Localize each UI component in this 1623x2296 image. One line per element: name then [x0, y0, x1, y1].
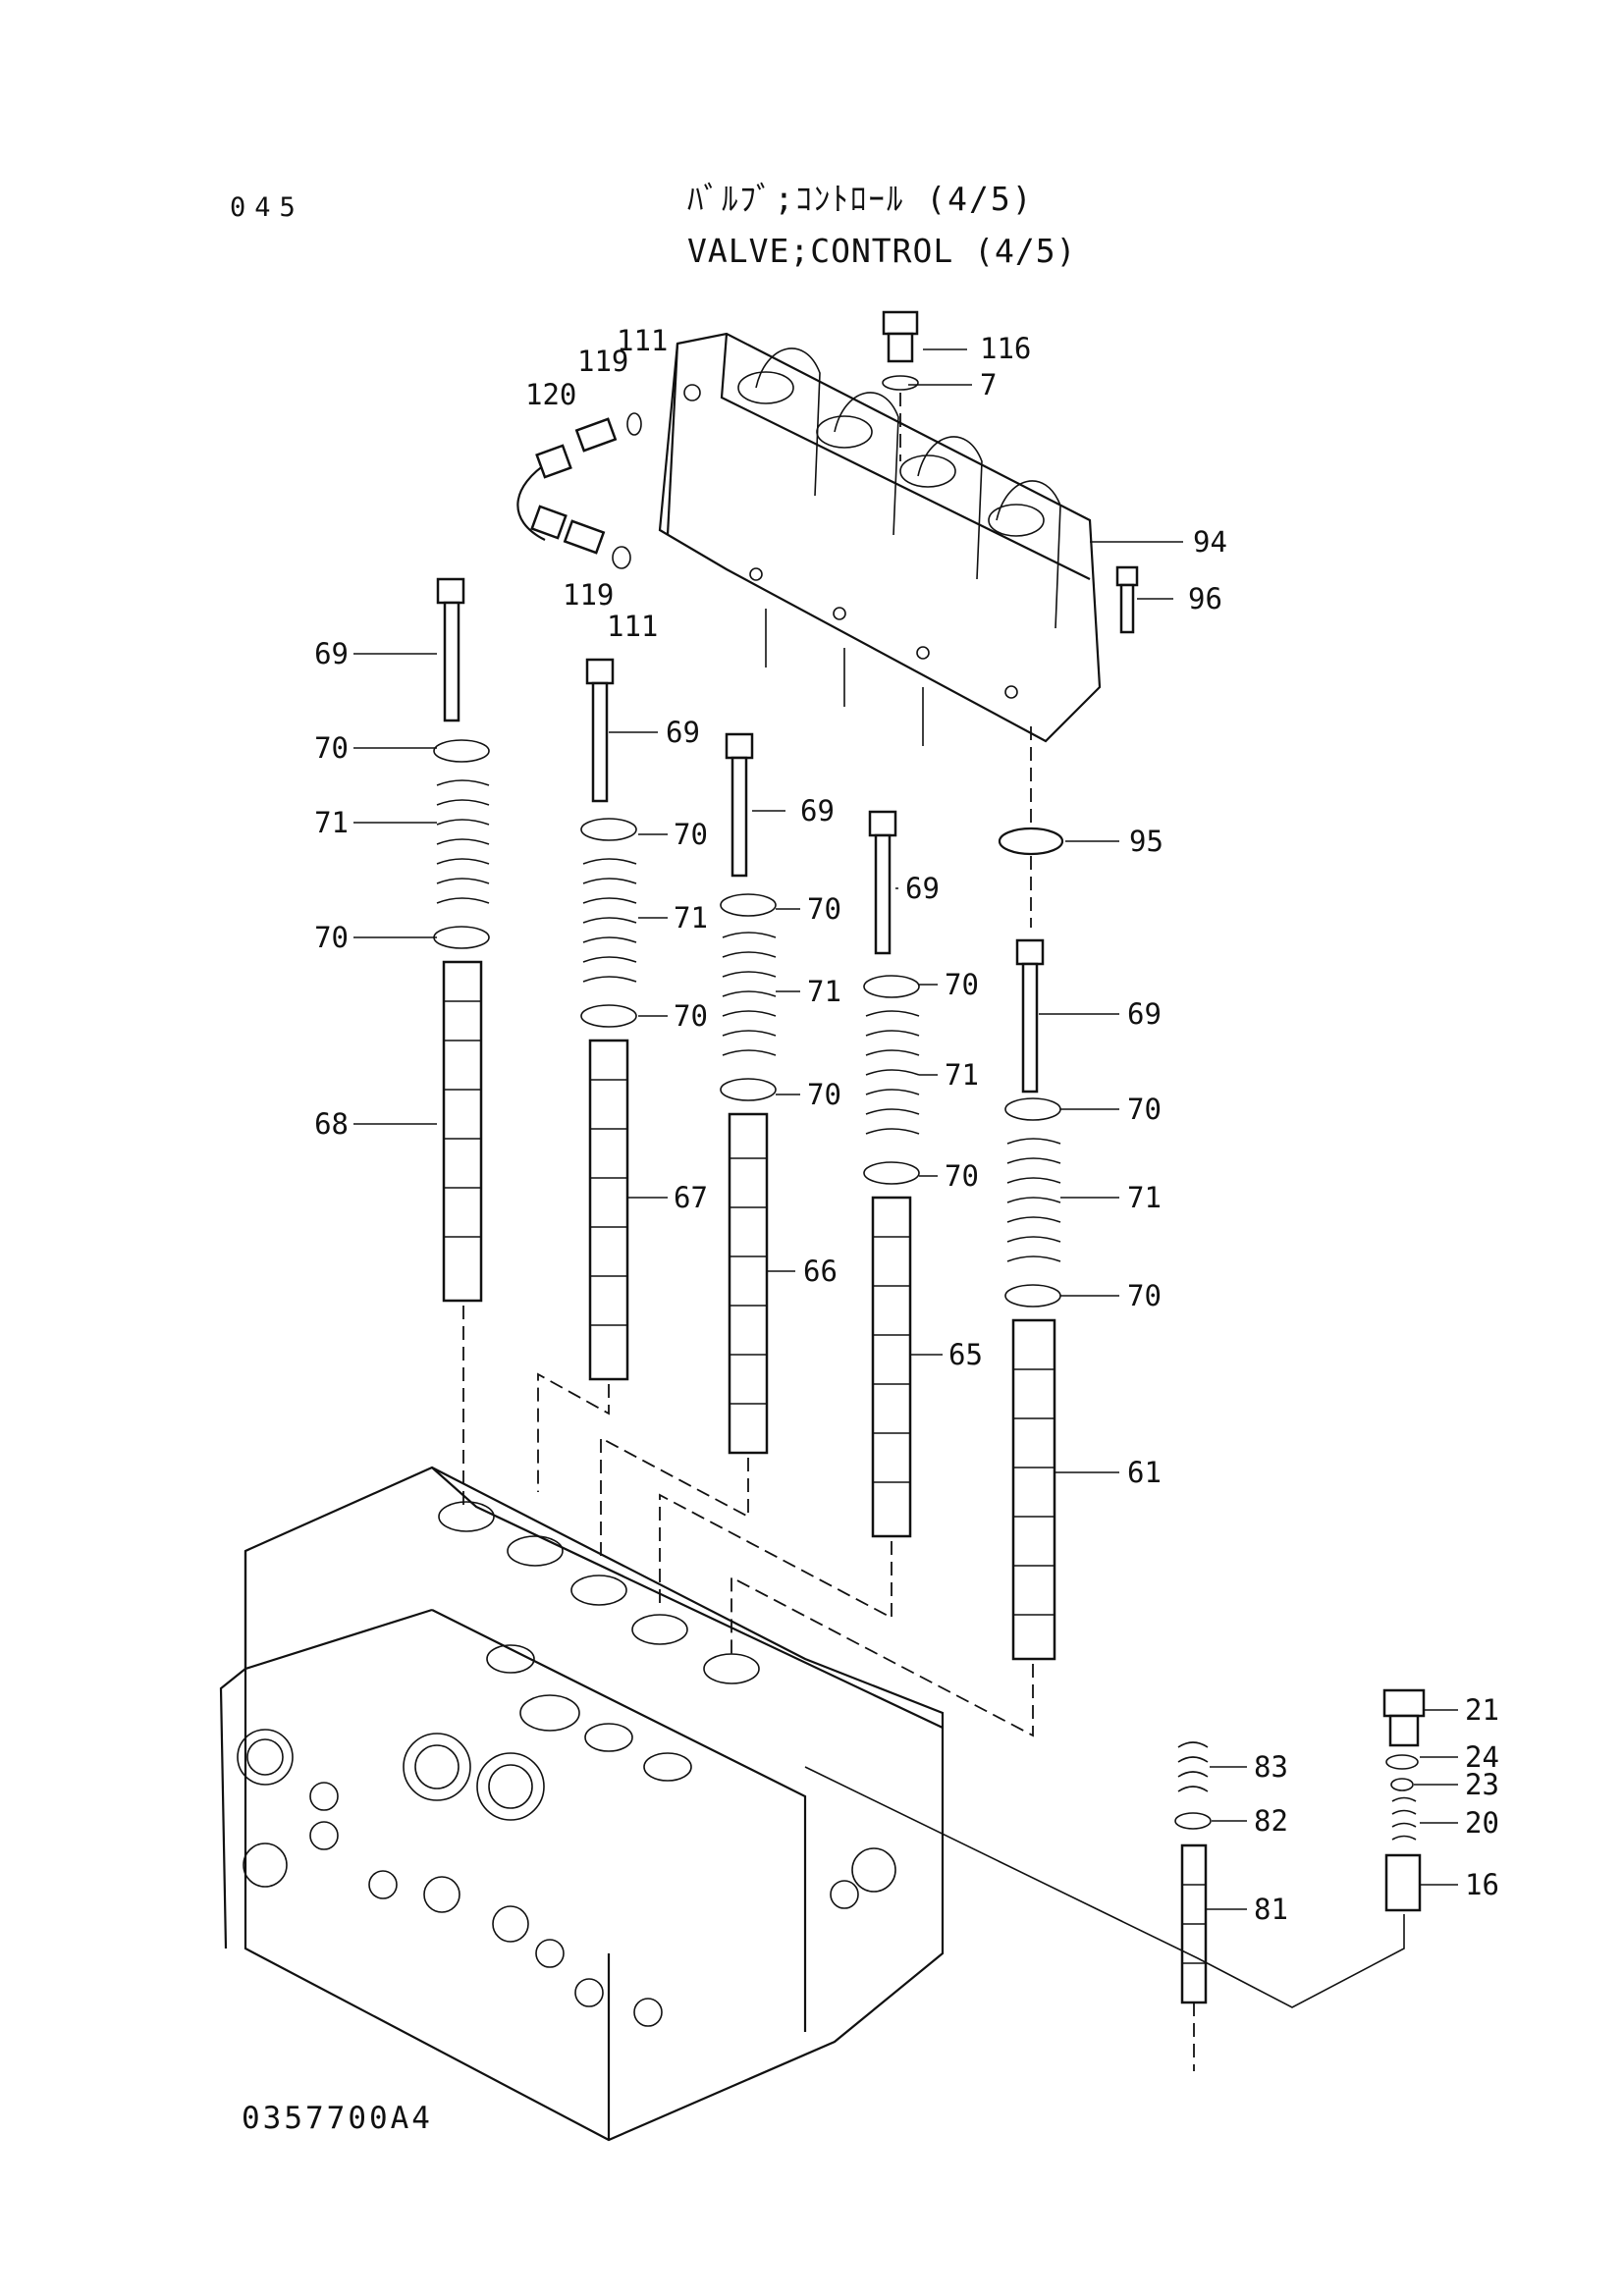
callout-col1-68: 68 — [314, 1107, 349, 1141]
callout-col5-69: 69 — [1127, 997, 1162, 1031]
callout-col2-71: 71 — [674, 901, 708, 934]
title-japanese: ﾊﾞﾙﾌﾞ;ｺﾝﾄﾛｰﾙ (4/5) — [687, 180, 1034, 218]
bolt-96 — [1115, 565, 1139, 634]
callout-col5-70b: 70 — [1127, 1279, 1162, 1312]
callout-col2-70b: 70 — [674, 999, 708, 1033]
callout-23: 23 — [1465, 1768, 1499, 1801]
callout-col1-70b: 70 — [314, 921, 349, 954]
callout-24: 24 — [1465, 1740, 1499, 1774]
callout-col3-70a: 70 — [807, 892, 841, 926]
callout-120: 120 — [525, 378, 576, 411]
title-english: VALVE;CONTROL (4/5) — [687, 232, 1077, 270]
callout-col5-61: 61 — [1127, 1456, 1162, 1489]
callout-col4-69: 69 — [905, 872, 940, 905]
callout-16: 16 — [1465, 1868, 1499, 1901]
callout-81: 81 — [1254, 1893, 1288, 1926]
callout-col3-71: 71 — [807, 975, 841, 1008]
callout-20: 20 — [1465, 1806, 1499, 1840]
o-ring-95 — [998, 827, 1064, 856]
callout-119-bottom: 119 — [563, 578, 614, 612]
callout-83: 83 — [1254, 1750, 1288, 1784]
callout-col3-70b: 70 — [807, 1078, 841, 1111]
callout-col2-70a: 70 — [674, 818, 708, 851]
callout-col4-65: 65 — [948, 1338, 983, 1371]
callout-col3-66: 66 — [803, 1255, 838, 1288]
spool-column-2 — [537, 658, 637, 1492]
pipe-fitting-group — [516, 412, 642, 569]
callout-95: 95 — [1129, 825, 1163, 858]
callout-col2-69: 69 — [666, 716, 700, 749]
callout-labels: 116 7 94 96 95 111 119 120 119 111 69 70… — [314, 324, 1499, 1926]
callout-116: 116 — [980, 332, 1031, 365]
page-number: 045 — [230, 192, 304, 223]
callout-111-top: 111 — [617, 324, 668, 357]
callout-col1-71: 71 — [314, 806, 349, 839]
callout-col1-69: 69 — [314, 637, 349, 670]
callout-col5-71: 71 — [1127, 1181, 1162, 1214]
callout-96: 96 — [1188, 582, 1222, 615]
callout-col1-70a: 70 — [314, 731, 349, 765]
spool-column-1 — [433, 577, 490, 1512]
relief-assembly-16 — [804, 1688, 1426, 2008]
spool-assembly-81 — [1174, 1741, 1212, 2071]
cover-block-94 — [658, 332, 1102, 746]
callout-7: 7 — [980, 368, 997, 401]
callout-21: 21 — [1465, 1693, 1499, 1727]
callout-col3-69: 69 — [800, 794, 835, 828]
spool-column-3 — [600, 732, 777, 1556]
plug-116 — [882, 310, 919, 461]
drawing-number: 0357700A4 — [242, 2101, 433, 2136]
callout-111-bottom: 111 — [607, 610, 658, 643]
callout-col4-70a: 70 — [945, 968, 979, 1001]
callout-col4-70b: 70 — [945, 1159, 979, 1193]
callout-col5-70a: 70 — [1127, 1093, 1162, 1126]
callout-col2-67: 67 — [674, 1181, 708, 1214]
leader-lines — [353, 348, 1458, 1910]
spool-column-5 — [730, 938, 1061, 1737]
callout-col4-71: 71 — [945, 1058, 979, 1092]
valve-body — [219, 1466, 945, 2142]
callout-82: 82 — [1254, 1804, 1288, 1838]
callout-94: 94 — [1193, 525, 1227, 559]
callout-119-top: 119 — [577, 345, 628, 378]
spool-column-4 — [659, 810, 920, 1620]
